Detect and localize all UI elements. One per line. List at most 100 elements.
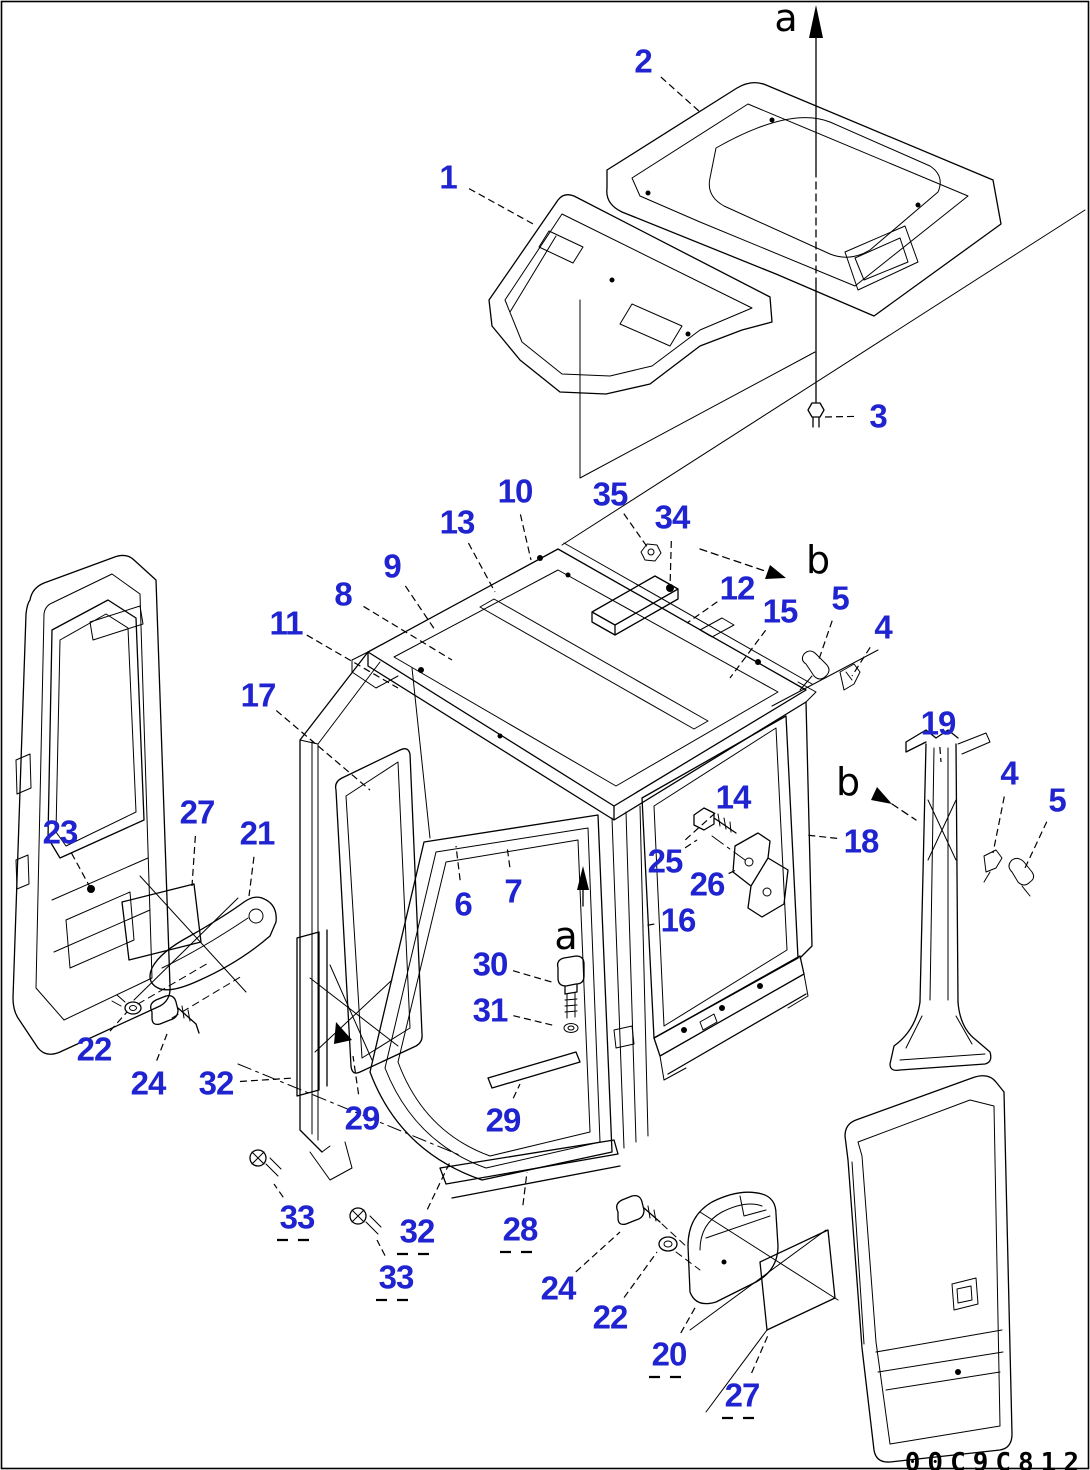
leader-line-29 [512, 1083, 521, 1099]
leader-line-10 [519, 514, 532, 561]
callout-31: 31 [472, 991, 509, 1029]
section-marker-a: a [554, 914, 578, 958]
left-door-drawing [12, 554, 171, 1055]
headliner-panel-drawing [488, 194, 773, 395]
leader-line-17 [275, 710, 371, 791]
leader-line-9 [404, 585, 436, 631]
leader-line-5 [1024, 821, 1048, 869]
callout-25: 25 [647, 842, 684, 880]
leader-line-7 [506, 845, 511, 868]
projection-lines [561, 209, 1086, 546]
leader-line-4 [992, 796, 1005, 854]
callout-33: 33 [279, 1198, 316, 1236]
callout-14: 14 [715, 778, 752, 816]
callout-35: 35 [592, 475, 629, 513]
callout-3: 3 [869, 397, 887, 435]
callout-20: 20 [651, 1335, 688, 1373]
left-cover-group-drawing [111, 875, 382, 1235]
callout-15: 15 [762, 592, 799, 630]
leader-line-22 [109, 1011, 128, 1032]
callout-8: 8 [334, 575, 352, 613]
section-line-a [807, 5, 825, 428]
callout-13: 13 [439, 503, 476, 541]
leader-line-18 [805, 834, 838, 839]
leader-line-6 [455, 845, 461, 881]
callout-28: 28 [502, 1210, 539, 1248]
callout-10: 10 [497, 472, 534, 510]
leader-line-4 [851, 646, 871, 677]
leader-lines [70, 76, 1048, 1420]
leader-line-2 [660, 76, 701, 113]
callout-29: 29 [485, 1101, 522, 1139]
pillar-trim-drawing [889, 729, 1035, 1072]
leader-line-16 [642, 923, 655, 927]
leader-line-32 [239, 1077, 295, 1083]
leader-line-1 [468, 188, 536, 226]
callout-24: 24 [130, 1064, 167, 1102]
leader-line-19 [939, 746, 942, 763]
roof-panel-drawing [606, 81, 1002, 317]
callout-16: 16 [660, 901, 697, 939]
callout-24: 24 [540, 1269, 577, 1307]
leader-line-3 [823, 415, 855, 418]
section-marker-b: b [805, 538, 831, 582]
callout-11: 11 [269, 604, 304, 642]
section-marker-arrows [577, 548, 917, 907]
callout-9: 9 [383, 547, 401, 585]
leader-line-21 [248, 856, 255, 897]
leader-line-5 [817, 620, 833, 663]
callout-21: 21 [239, 814, 276, 852]
leader-line-34 [669, 540, 672, 589]
callout-23: 23 [42, 813, 79, 851]
callout-22: 22 [76, 1030, 113, 1068]
section-marker-b: b [835, 760, 861, 804]
callout-22: 22 [592, 1298, 629, 1336]
leader-line-14 [683, 812, 716, 842]
leader-line-32 [426, 1161, 451, 1210]
callout-5: 5 [1048, 781, 1066, 819]
leader-line-29 [352, 1055, 360, 1095]
callout-2: 2 [634, 42, 652, 80]
callout-18: 18 [843, 822, 880, 860]
leader-line-26 [728, 868, 739, 875]
right-door-drawing [844, 1075, 1013, 1463]
callout-5: 5 [831, 579, 849, 617]
callout-1: 1 [439, 158, 457, 196]
callout-7: 7 [504, 872, 522, 910]
leader-line-24 [156, 1033, 168, 1061]
callout-27: 27 [724, 1376, 761, 1414]
section-marker-a: a [774, 0, 798, 40]
leader-line-24 [575, 1231, 621, 1273]
leader-line-30 [512, 970, 556, 984]
callout-30: 30 [472, 945, 509, 983]
callout-33: 33 [378, 1258, 415, 1296]
callout-32: 32 [198, 1064, 235, 1102]
cab-frame-drawing [237, 542, 879, 1199]
leader-line-35 [623, 513, 649, 549]
leader-line-15 [729, 629, 767, 679]
callout-12: 12 [719, 569, 756, 607]
right-cover-group-drawing [616, 1191, 839, 1413]
callout-4: 4 [874, 608, 892, 646]
leader-line-8 [363, 605, 453, 661]
leader-line-12 [686, 601, 718, 624]
leader-line-23 [70, 852, 92, 890]
leader-line-33 [273, 1183, 284, 1198]
callout-19: 19 [920, 704, 957, 742]
callout-26: 26 [689, 865, 726, 903]
callout-6: 6 [454, 885, 472, 923]
callout-29: 29 [344, 1099, 381, 1137]
leader-line-25 [684, 839, 698, 849]
leader-line-27 [751, 1332, 770, 1374]
leader-line-22 [623, 1251, 658, 1298]
leader-line-28 [522, 1171, 528, 1206]
leader-line-20 [680, 1305, 697, 1334]
leader-line-13 [467, 542, 496, 593]
leader-line-11 [306, 634, 399, 689]
leader-line-27 [191, 835, 196, 887]
callout-4: 4 [1000, 754, 1018, 792]
callout-27: 27 [179, 793, 216, 831]
leader-line-33 [376, 1239, 386, 1256]
